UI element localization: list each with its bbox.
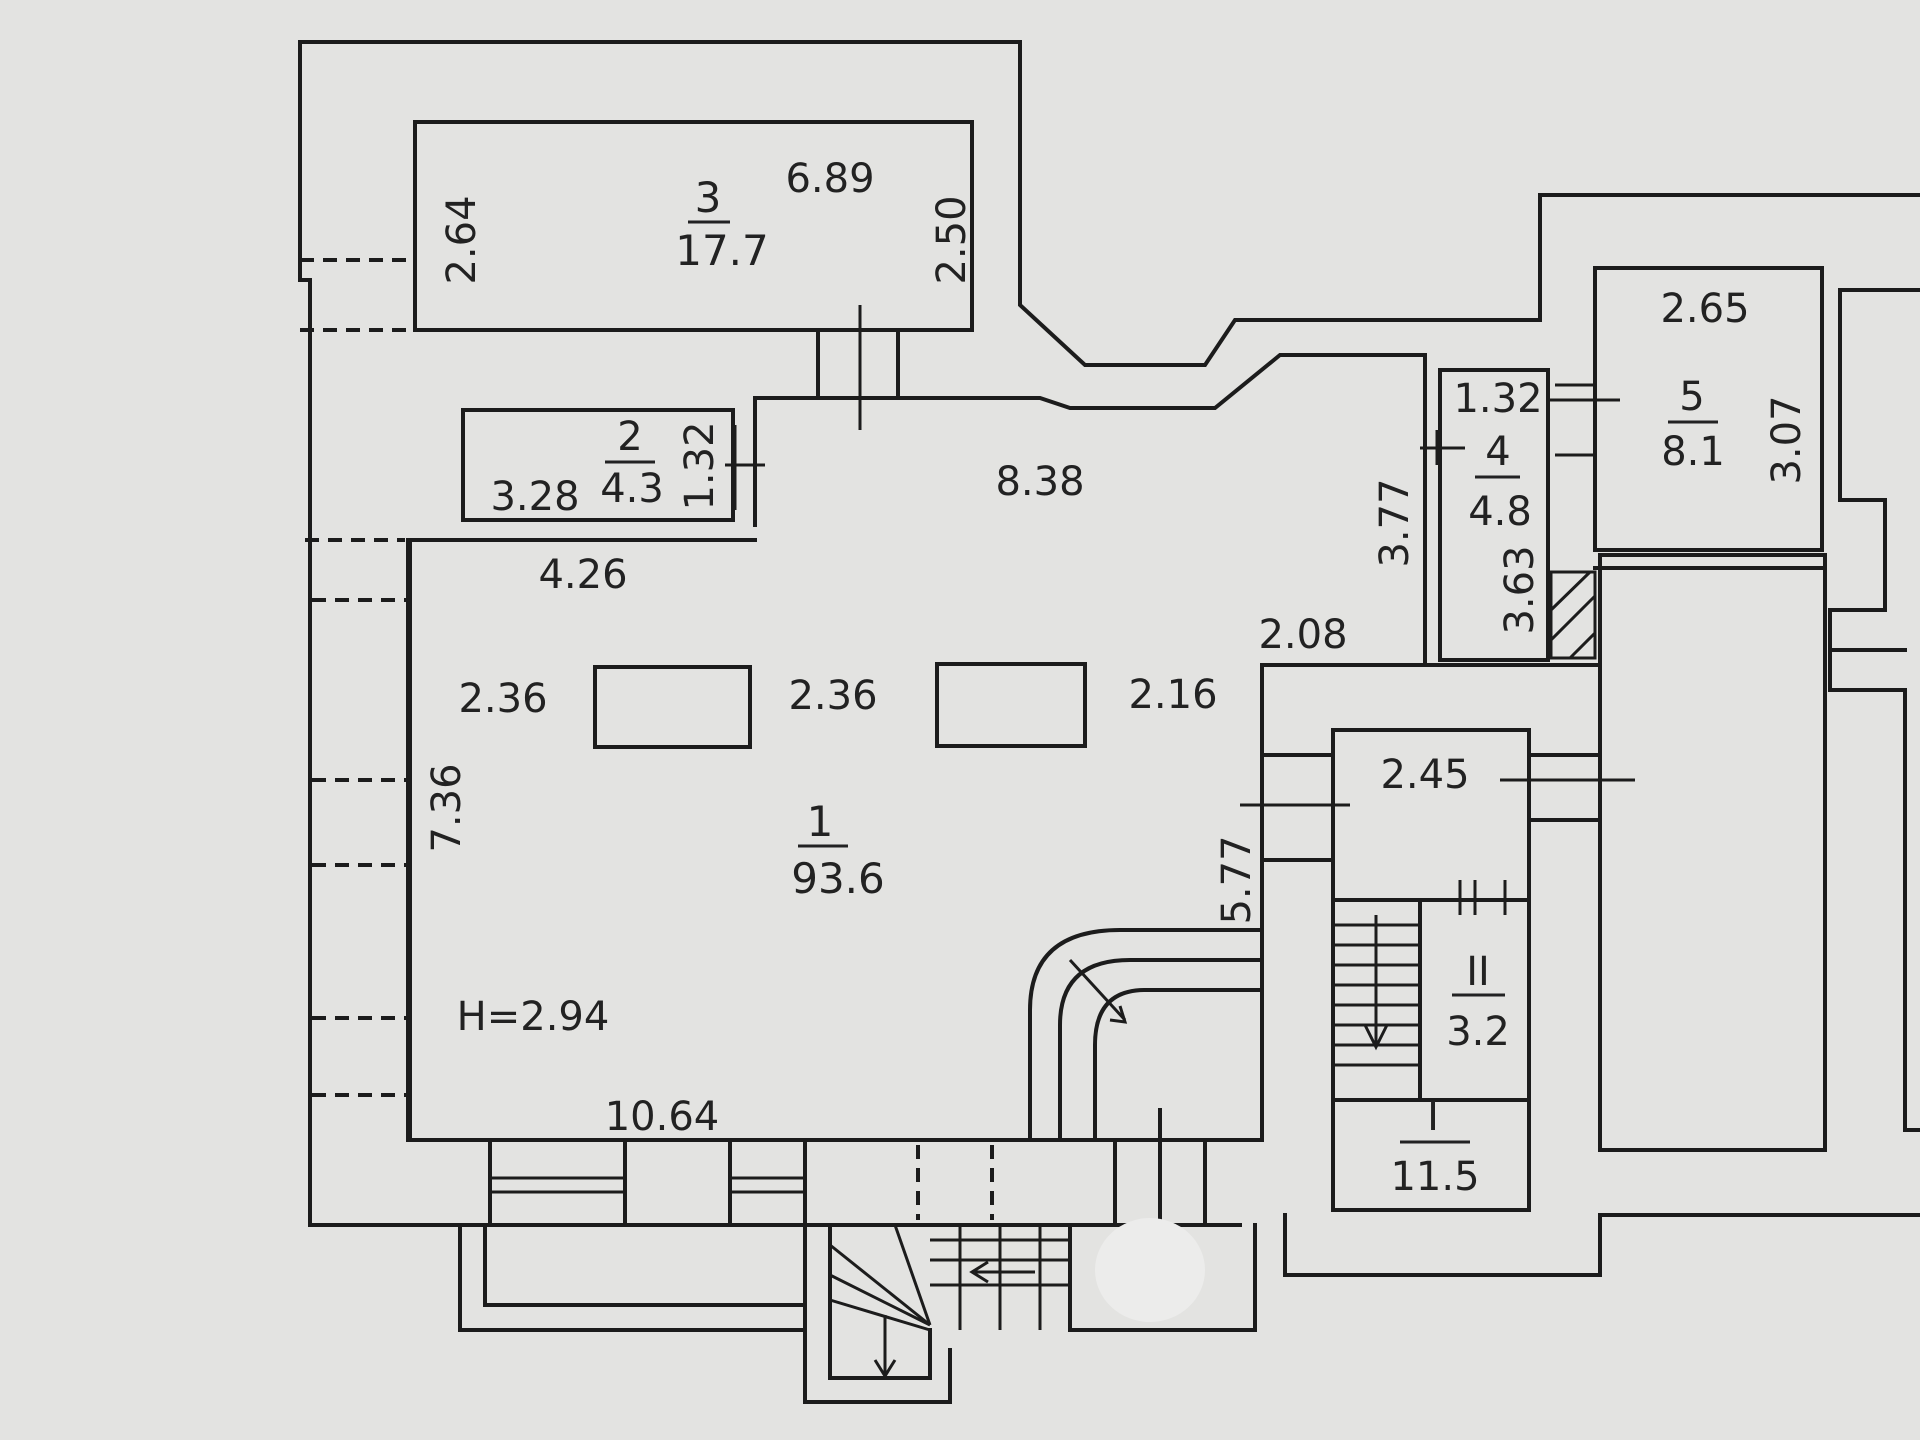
dim-r1-bottom: 10.64: [605, 1094, 720, 1140]
dim-r4-height: 3.63: [1497, 545, 1543, 634]
door-room-3: [816, 305, 900, 430]
dim-r4-width: 1.32: [1453, 376, 1542, 422]
dimension-labels: 6.89 2.64 2.50 1.32 3.28 8.38 4.26 2.36 …: [424, 156, 1810, 1140]
dim-r1-step: 2.08: [1258, 612, 1347, 658]
room-4-number: 4: [1485, 429, 1510, 475]
room-1-number: 1: [807, 797, 834, 846]
dim-r2-height: 1.32: [677, 421, 723, 510]
stairwell: [1240, 663, 1635, 1212]
room-3: [300, 120, 974, 542]
dim-ceiling-height: H=2.94: [457, 994, 610, 1040]
room-5: [1548, 266, 1824, 660]
room-5-number: 5: [1679, 374, 1704, 420]
dim-r1-left-top: 4.26: [538, 552, 627, 598]
ramp: [1028, 928, 1264, 1142]
dim-r5-height: 3.07: [1764, 395, 1810, 484]
facade: [488, 1108, 1207, 1227]
dim-r1-right-upper: 3.77: [1372, 478, 1418, 567]
room-II-area: 3.2: [1446, 1009, 1510, 1055]
room-labels: 3 17.7 2 4.3 1 93.6 4 4.8 5 8.1 II 3.2 I…: [600, 173, 1725, 1200]
dim-r1-col-mid: 2.36: [788, 673, 877, 719]
room-4: [1420, 368, 1550, 662]
room-5-area: 8.1: [1661, 429, 1725, 475]
room-3-number: 3: [695, 173, 722, 222]
dim-r3-width: 6.89: [785, 156, 874, 202]
dim-r1-right-lower: 5.77: [1214, 835, 1260, 924]
room-4-area: 4.8: [1468, 489, 1532, 535]
room-2: [461, 408, 765, 522]
entrance-stair: [458, 1218, 1257, 1404]
dim-r3-left-height: 2.64: [439, 195, 485, 284]
room-1: [312, 353, 1427, 1142]
room-1-area: 93.6: [791, 854, 885, 903]
dim-r3-right-height: 2.50: [929, 195, 975, 284]
room-2-area: 4.3: [600, 466, 664, 512]
room-3-area: 17.7: [675, 226, 769, 275]
room-I-number: I: [1427, 1094, 1439, 1140]
dim-r2-width: 3.28: [490, 474, 579, 520]
dim-stair-width: 2.45: [1380, 752, 1469, 798]
room-I-area: 11.5: [1390, 1154, 1479, 1200]
dim-r1-height: 7.36: [424, 763, 470, 852]
outer-walls: [298, 40, 1920, 1277]
dim-r1-col-right: 2.16: [1128, 672, 1217, 718]
room-2-number: 2: [617, 414, 642, 460]
room-II-number: II: [1466, 949, 1490, 995]
dim-r1-top: 8.38: [995, 459, 1084, 505]
dim-r1-col-left: 2.36: [458, 676, 547, 722]
dim-r5-width: 2.65: [1660, 286, 1749, 332]
right-section: [1593, 288, 1920, 1152]
